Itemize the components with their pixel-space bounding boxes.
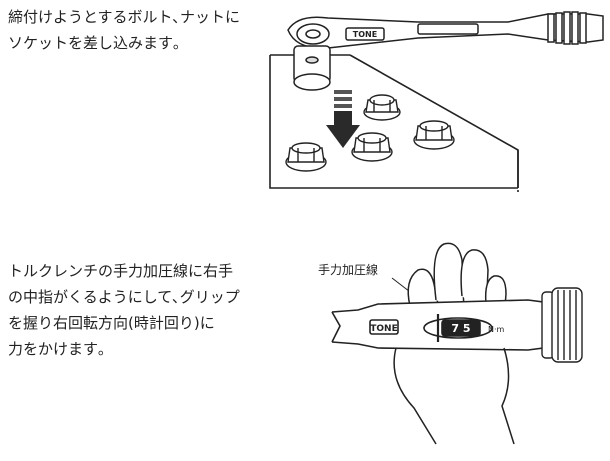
socket [293,45,331,91]
grip-brand-logo: TONE [370,324,397,334]
step-2-instruction: トルクレンチの手力加圧線に右手 の中指がくるようにして､グリップ を握り右回転方… [8,262,240,358]
torque-scale-value: 7 5 [451,322,470,335]
nut-front-left [285,142,327,172]
wrench-grip: TONE 7 5 N·m [331,299,544,351]
nut-front-center [351,132,393,162]
nut-bolts [285,94,455,172]
hand-fingers [407,242,507,321]
hand-pressure-line-label: 手力加圧線 [318,262,378,277]
torque-unit-label: N·m [488,325,505,334]
down-arrow-icon [326,90,360,148]
hand-grip-illustration: 手力加圧線 TONE 7 5 N·m [318,242,583,445]
nut-top-center [363,94,401,121]
wrench-brand-logo: TONE [353,30,377,39]
step-1-instruction: 締付けようとするボルト､ナットに ソケットを差し込みます｡ [8,8,241,52]
hand-palm [393,347,515,445]
adjustment-knob [541,287,583,363]
nut-right [413,120,455,150]
socket-insertion-illustration: TONE [269,11,604,192]
torque-wrench: TONE [287,11,604,49]
